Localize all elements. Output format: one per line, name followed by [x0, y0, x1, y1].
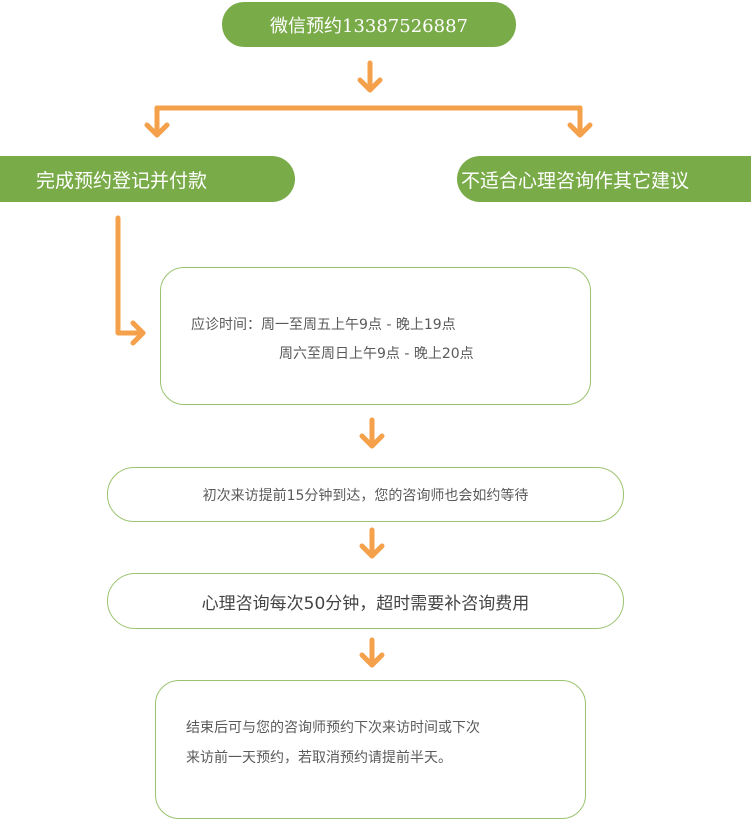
complete-registration-box: 完成预约登记并付款: [0, 156, 295, 202]
followup-booking-box: 结束后可与您的咨询师预约下次来访时间或下次 来访前一天预约，若取消预约请提前半天…: [155, 680, 586, 819]
clinic-hours-weekday: 应诊时间：周一至周五上午9点 - 晚上19点: [191, 317, 456, 333]
followup-booking-line1: 结束后可与您的咨询师预约下次来访时间或下次: [186, 720, 480, 736]
not-suitable-box: 不适合心理咨询作其它建议: [457, 156, 751, 202]
session-duration-box: 心理咨询每次50分钟，超时需要补咨询费用: [107, 573, 624, 629]
wechat-booking-box: 微信预约13387526887: [222, 2, 516, 47]
clinic-hours-box: 应诊时间：周一至周五上午9点 - 晚上19点 周六至周日上午9点 - 晚上20点: [160, 267, 591, 405]
wechat-booking-text: 微信预约13387526887: [270, 15, 468, 37]
first-visit-text: 初次来访提前15分钟到达，您的咨询师也会如约等待: [202, 487, 529, 504]
session-duration-text: 心理咨询每次50分钟，超时需要补咨询费用: [201, 593, 530, 614]
first-visit-box: 初次来访提前15分钟到达，您的咨询师也会如约等待: [107, 467, 624, 522]
followup-booking-line2: 来访前一天预约，若取消预约请提前半天。: [186, 750, 452, 766]
complete-registration-text: 完成预约登记并付款: [36, 169, 208, 192]
clinic-hours-weekend: 周六至周日上午9点 - 晚上20点: [279, 346, 474, 362]
not-suitable-text: 不适合心理咨询作其它建议: [461, 169, 690, 192]
